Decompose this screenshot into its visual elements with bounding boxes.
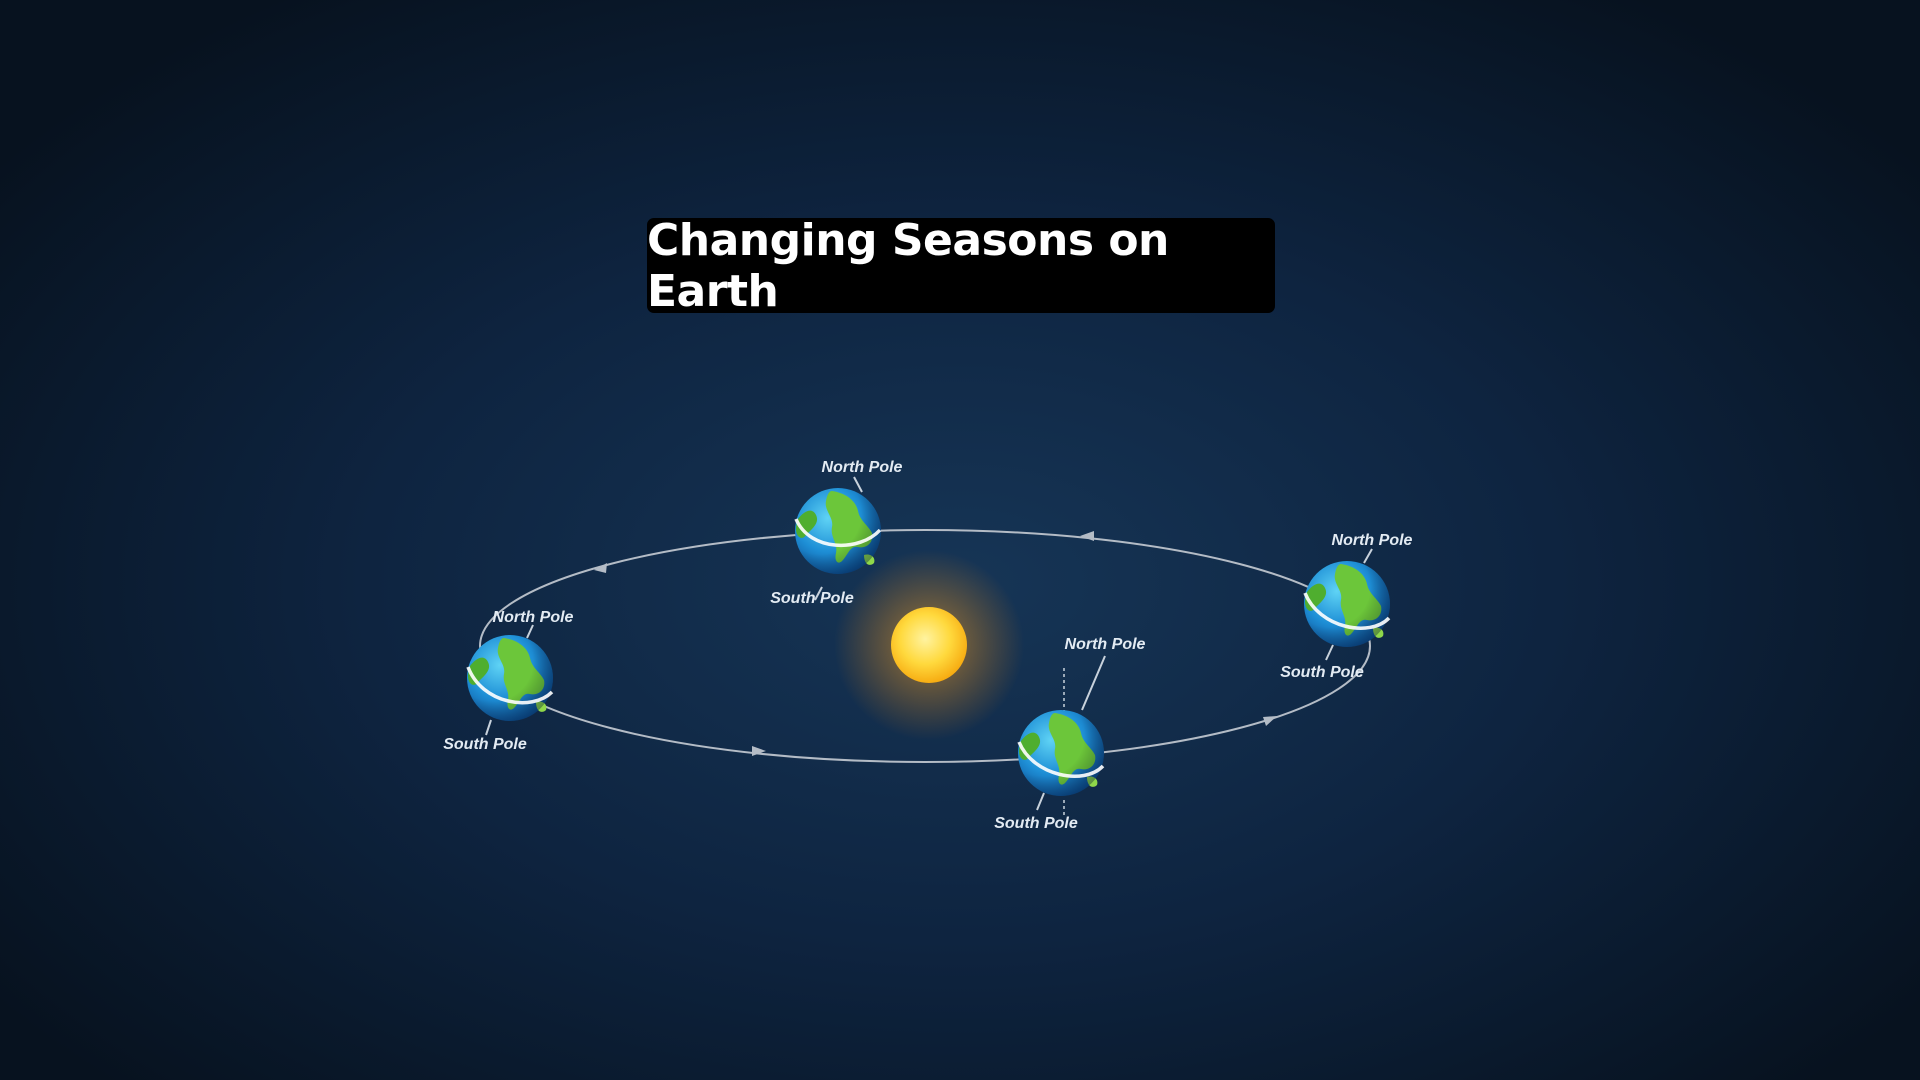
north-pole-label: North Pole [1065,636,1146,653]
title-banner: Changing Seasons on Earth [647,215,1275,317]
earth-left: North Pole South Pole [443,609,573,753]
sun [834,550,1024,740]
south-pole-label: South Pole [770,590,854,607]
earth-bottom: North Pole South Pole [994,636,1145,832]
orbit-path [479,529,1371,763]
north-pole-label: North Pole [822,459,903,476]
orbit-arrow-top [1080,531,1094,541]
south-pole-label: South Pole [994,815,1078,832]
orbit-arrow-lower-right [1263,716,1277,726]
earth-right: North Pole South Pole [1280,532,1412,681]
south-pole-label: South Pole [1280,664,1364,681]
orbit-arrow-bottom [752,746,766,756]
north-pole-label: North Pole [1332,532,1413,549]
south-pole-label: South Pole [443,736,527,753]
page-title: Changing Seasons on Earth [647,214,1169,317]
earth-top: North Pole South Pole [770,459,902,607]
orbit-arrow-upper-left [594,563,607,573]
north-pole-label: North Pole [493,609,574,626]
